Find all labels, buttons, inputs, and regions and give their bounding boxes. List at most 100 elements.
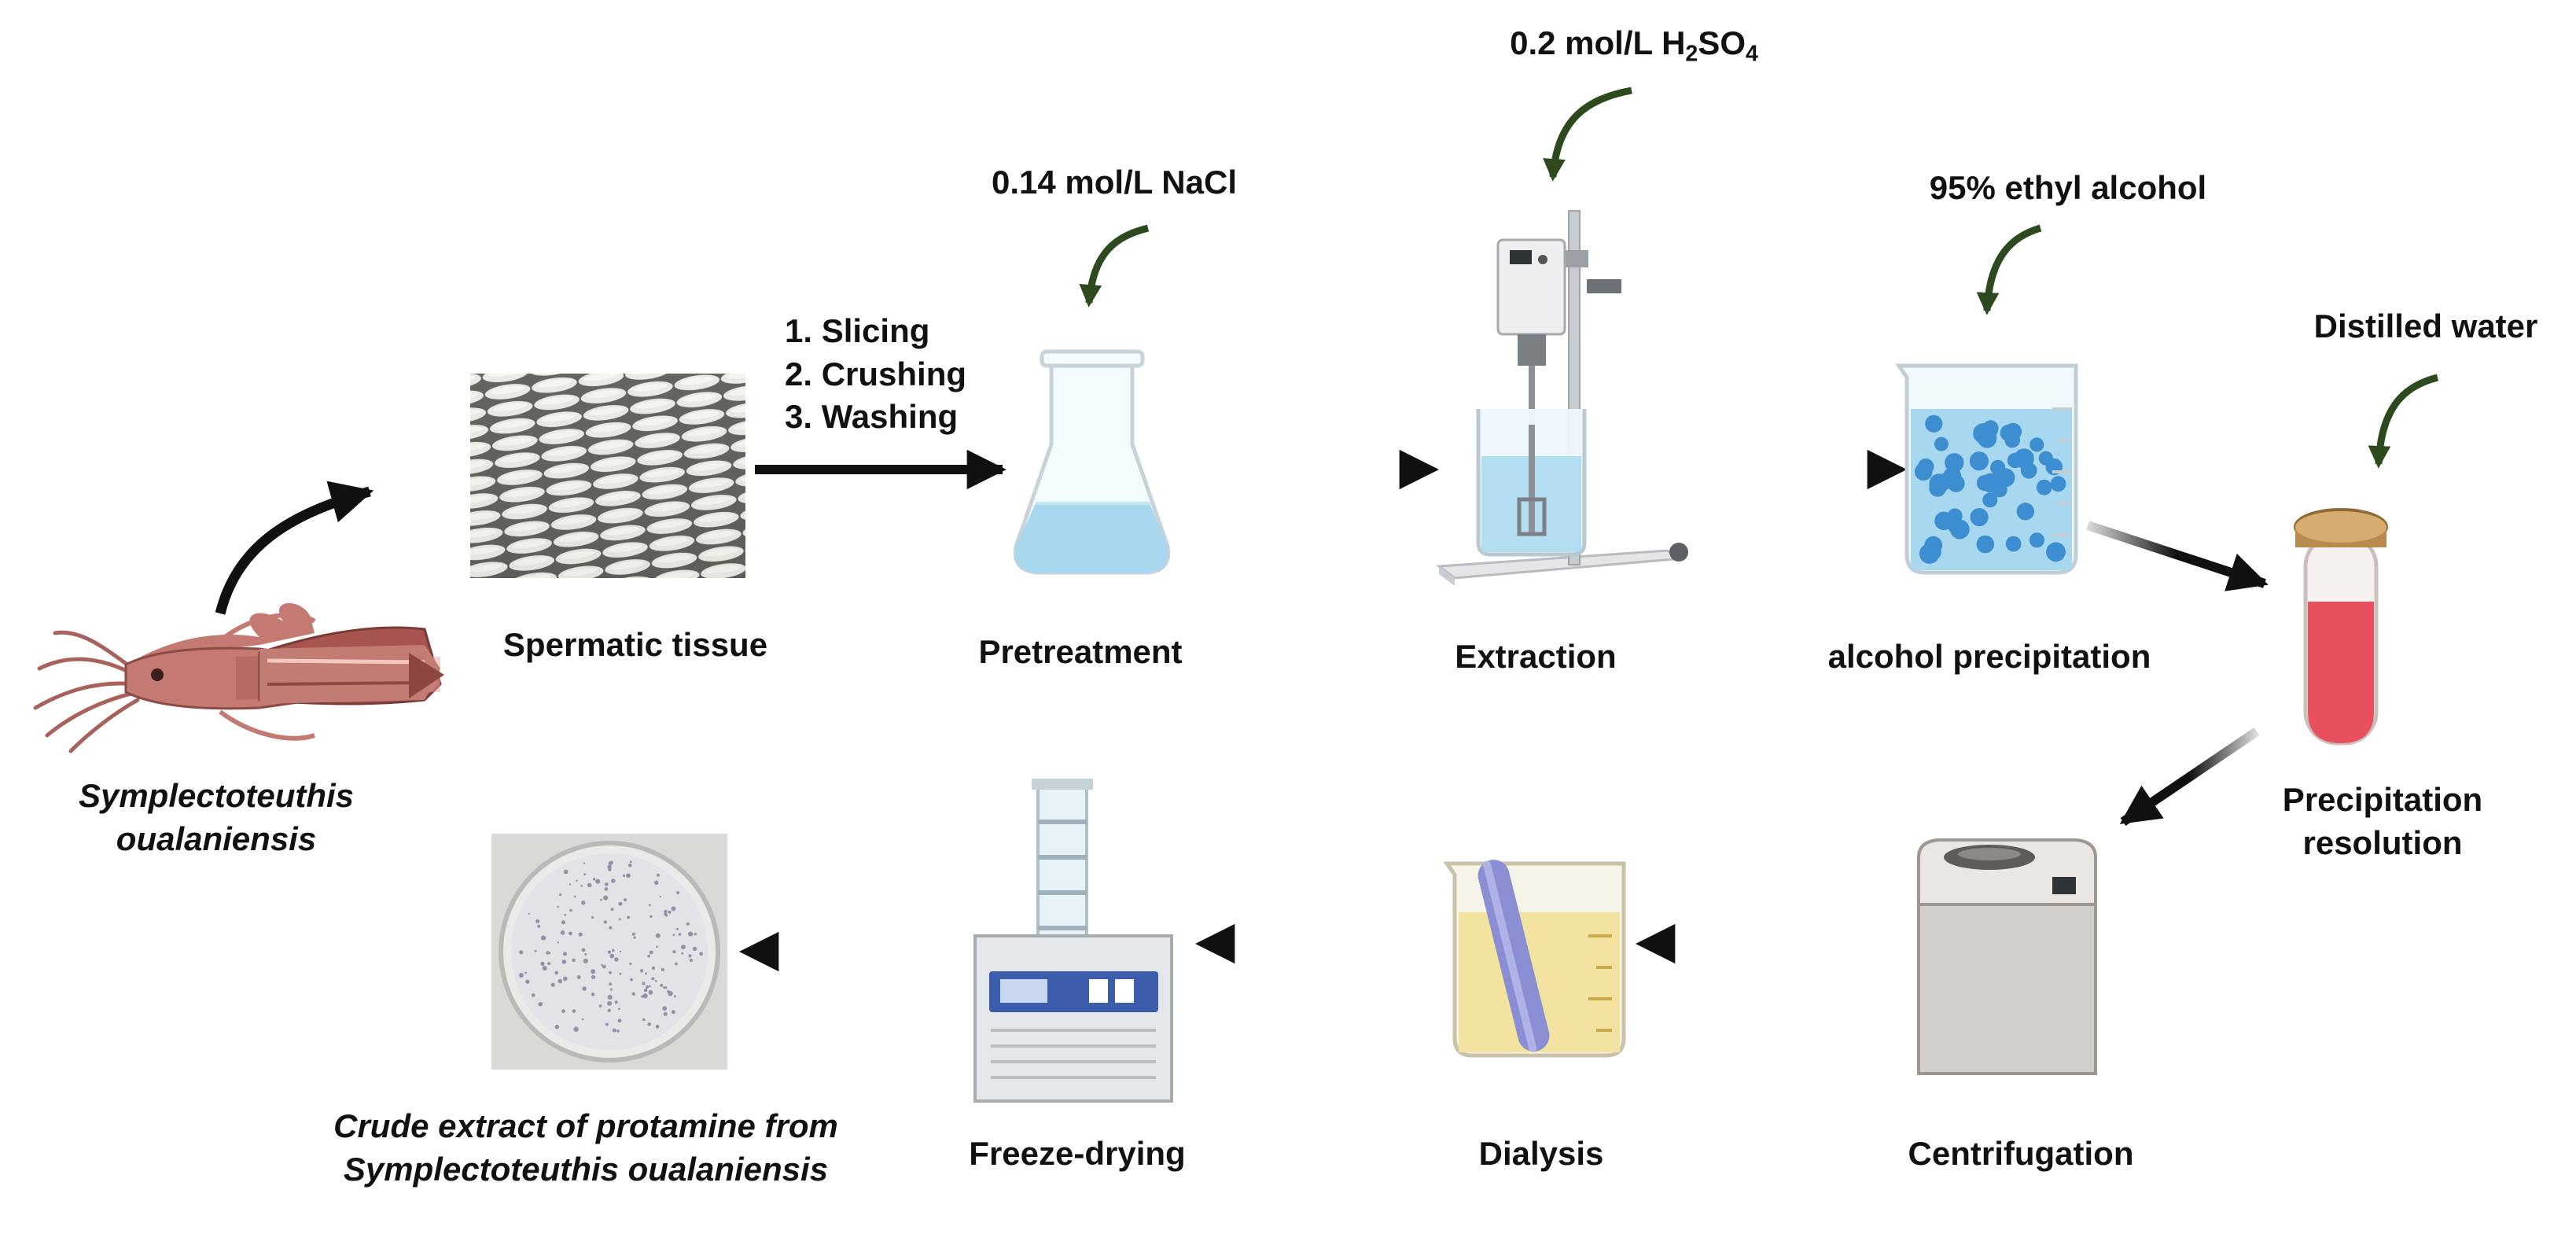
speck xyxy=(605,882,609,886)
speck xyxy=(660,983,664,987)
speck xyxy=(626,873,631,878)
speck xyxy=(642,1018,646,1022)
speck xyxy=(664,914,668,917)
bead xyxy=(1982,492,1998,508)
bead xyxy=(1925,543,1941,560)
speck xyxy=(557,941,559,944)
speck xyxy=(654,979,657,982)
speck xyxy=(607,864,612,869)
reagent-h2so4: 0.2 mol/L H2SO4 xyxy=(1510,22,1758,65)
speck xyxy=(647,1022,651,1026)
speck xyxy=(656,873,660,877)
speck xyxy=(583,958,588,963)
speck xyxy=(605,1022,609,1026)
species-line-2: oualaniensis xyxy=(116,820,317,857)
speck xyxy=(663,986,665,989)
speck xyxy=(663,1011,668,1016)
bead xyxy=(2000,424,2017,442)
speck xyxy=(591,974,596,979)
speck xyxy=(560,930,565,935)
speck xyxy=(600,898,602,901)
speck xyxy=(609,982,613,986)
spermatic-tissue-photo xyxy=(470,374,745,578)
speck xyxy=(595,878,601,884)
speck xyxy=(649,904,651,907)
label-centrifugation: Centrifugation xyxy=(1908,1135,2134,1172)
speck xyxy=(668,910,672,914)
bead xyxy=(2038,451,2053,466)
speck xyxy=(601,963,603,967)
speck xyxy=(563,869,569,875)
speck xyxy=(662,1006,668,1011)
speck xyxy=(672,934,675,936)
speck xyxy=(537,924,541,928)
speck xyxy=(612,948,615,952)
speck xyxy=(581,901,586,905)
speck xyxy=(550,982,555,987)
speck xyxy=(610,908,614,912)
bead xyxy=(1914,462,1933,481)
step-slicing: 1. Slicing xyxy=(785,312,930,349)
speck xyxy=(688,954,692,958)
bead xyxy=(1945,453,1964,473)
speck xyxy=(668,991,673,996)
bead xyxy=(2030,437,2044,452)
speck xyxy=(671,906,676,912)
speck xyxy=(671,1010,675,1015)
speck xyxy=(578,932,583,937)
speck xyxy=(558,978,563,984)
label-crude-extract: Crude extract of protamine from Symplect… xyxy=(333,1105,838,1191)
speck xyxy=(627,863,632,867)
speck xyxy=(572,1009,576,1013)
bead xyxy=(1982,422,1998,438)
speck xyxy=(542,966,547,971)
reagent-arrow-h2so4 xyxy=(1543,87,1632,182)
speck xyxy=(655,933,661,938)
speck xyxy=(689,958,694,963)
speck xyxy=(633,936,636,939)
speck xyxy=(546,951,550,955)
bead xyxy=(2046,542,2066,562)
speck xyxy=(678,933,682,936)
speck xyxy=(653,880,659,886)
speck xyxy=(644,972,647,975)
beaker-with-beads xyxy=(1895,363,2078,575)
reagent-h2so4-prefix: 0.2 mol/L H xyxy=(1510,24,1686,61)
speck xyxy=(609,953,615,959)
speck xyxy=(651,966,656,971)
speck xyxy=(676,891,680,894)
speck xyxy=(607,1008,611,1013)
bead xyxy=(1996,468,2015,488)
speck xyxy=(608,861,613,866)
speck xyxy=(598,1004,602,1007)
speck xyxy=(569,931,572,936)
speck xyxy=(591,993,595,996)
bead xyxy=(1934,436,1949,451)
speck xyxy=(630,860,632,864)
speck xyxy=(583,862,586,864)
speck xyxy=(561,1009,565,1014)
speck xyxy=(614,957,619,962)
bead xyxy=(2005,536,2022,552)
label-precipitation-resolution-line-1: Precipitation xyxy=(2282,781,2483,818)
label-dialysis: Dialysis xyxy=(1478,1135,1604,1172)
bead xyxy=(1969,451,1989,471)
speck xyxy=(609,971,612,974)
speck xyxy=(607,950,612,954)
speck xyxy=(661,967,665,971)
crude-extract-photo xyxy=(491,834,727,1070)
speck xyxy=(614,1000,618,1004)
speck xyxy=(591,916,594,919)
speck xyxy=(631,992,635,996)
speck xyxy=(591,969,596,974)
speck xyxy=(587,882,592,888)
bead xyxy=(2050,476,2066,492)
label-precipitation-resolution: Precipitation resolution xyxy=(2283,779,2482,864)
reagent-water: Distilled water xyxy=(2313,308,2538,344)
arrow-squid-to-tissue xyxy=(215,481,374,615)
speck xyxy=(572,958,576,963)
bead xyxy=(2016,503,2034,521)
reagent-h2so4-sub1: 2 xyxy=(1685,41,1698,67)
speck xyxy=(573,1026,579,1032)
